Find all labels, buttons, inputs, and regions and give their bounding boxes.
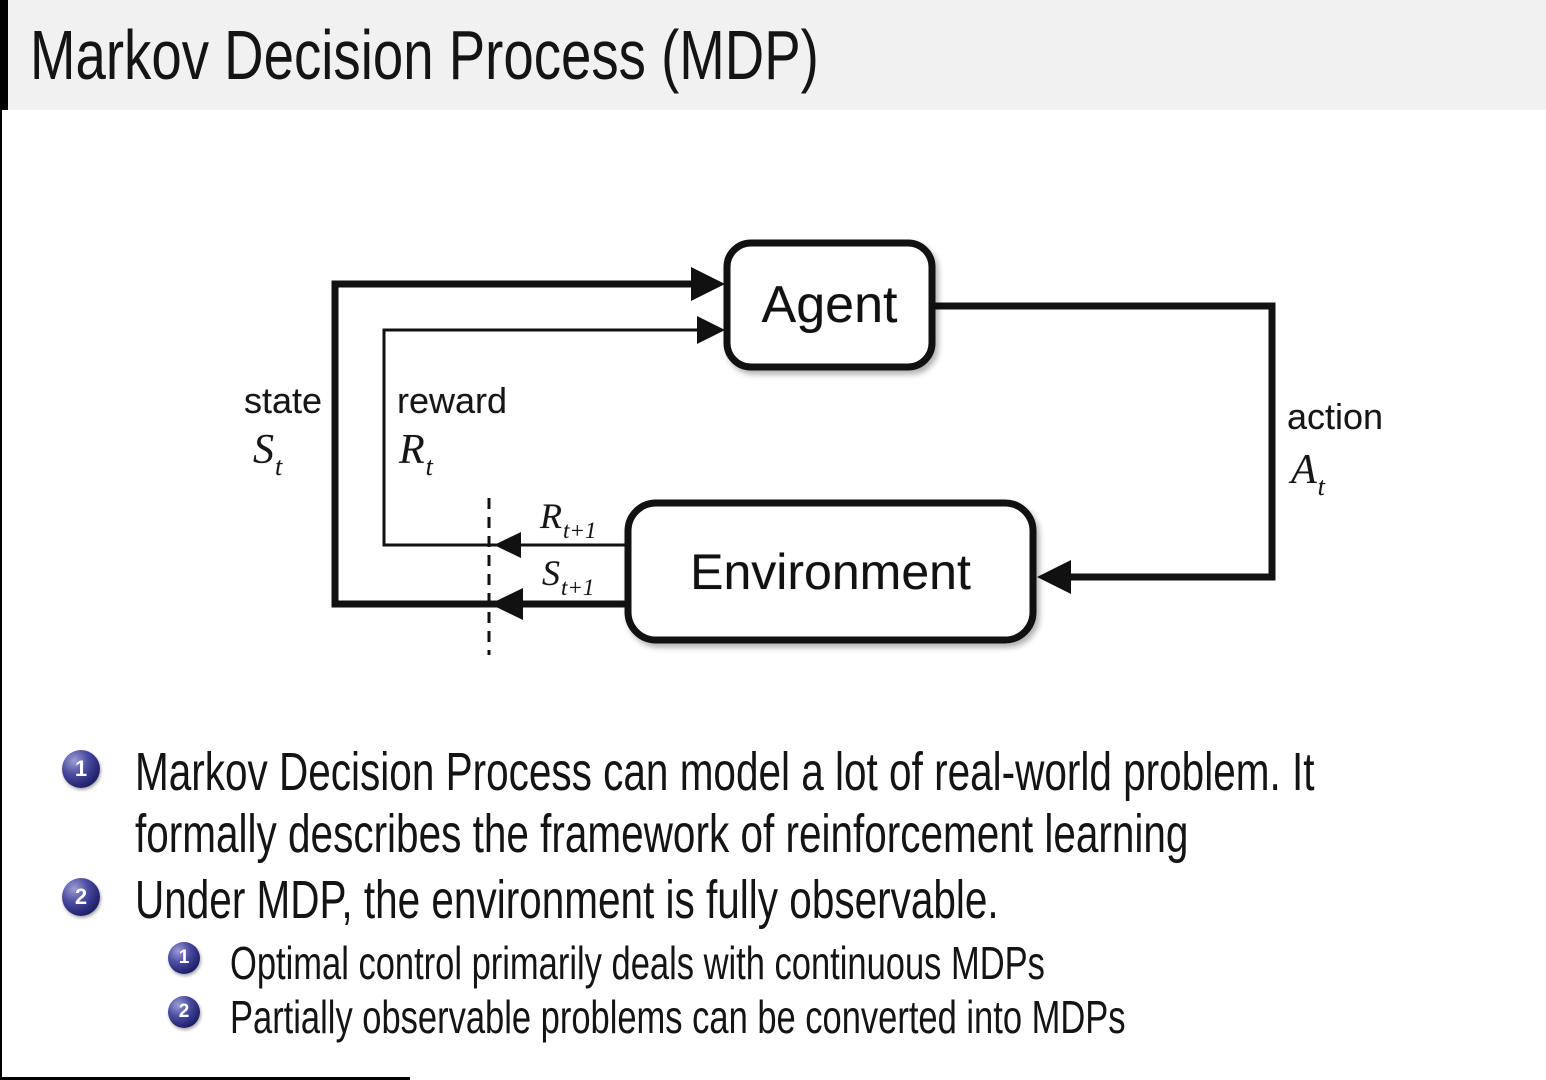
bullet-number-ball: 1 [62,750,100,788]
next-reward-symbol: Rt+1 [540,496,597,543]
environment-box [624,499,1037,644]
diagram-canvas [331,239,1276,655]
reward-label: reward [397,380,508,421]
bullet-number-ball: 2 [62,878,100,916]
action-symbol: At [1291,447,1325,501]
sub-bullet-number-ball: 1 [168,942,200,974]
page-left-edge-line [0,0,2,1080]
agent-box [723,239,936,371]
agent-box-label: Agent [761,276,898,334]
environment-box-label: Environment [690,543,971,600]
next-state-symbol: St+1 [542,553,595,600]
state-label: state [243,380,322,421]
mdp-agent-environment-diagram: Agent Environment state St reward Rt Rt+… [0,150,1546,710]
action-label: action [1287,396,1384,437]
sub-list-item: Partially observable problems can be con… [230,991,1126,1043]
next-reward-arrowhead [494,532,521,558]
reward-into-agent-arrowhead [697,316,725,344]
title-bar-accent [0,0,8,110]
action-into-environment-arrowhead [1037,560,1071,594]
next-state-arrowhead [490,588,523,620]
page-title: Markov Decision Process (MDP) [30,0,1041,110]
reward-symbol: Rt [399,427,433,481]
page-title-text: Markov Decision Process (MDP) [30,16,819,94]
list-item: Under MDP, the environment is fully obse… [135,870,999,930]
sub-list-item: Optimal control primarily deals with con… [230,937,1045,989]
page-bottom-edge-line [0,1077,410,1080]
list-item: Markov Decision Process can model a lot … [135,742,1315,864]
title-bar [0,0,1546,110]
sub-bullet-number-ball: 2 [168,996,200,1028]
state-flow-line [331,280,696,608]
state-symbol: St [253,427,283,481]
action-flow-line [932,302,1276,581]
state-into-agent-arrowhead [691,267,725,301]
